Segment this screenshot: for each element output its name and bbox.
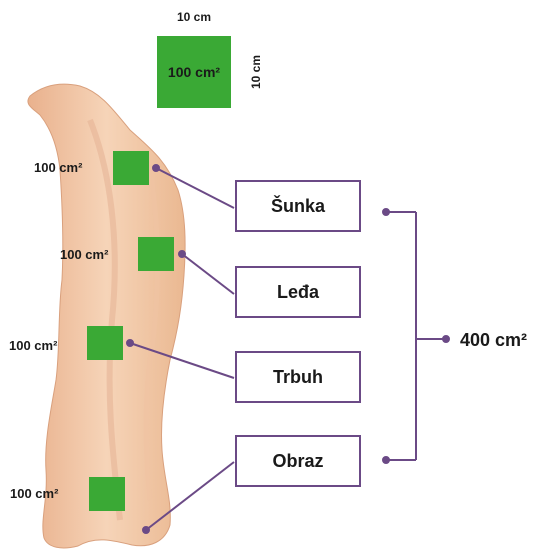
part-box-obraz: Obraz <box>235 435 361 487</box>
part-label: Leđa <box>277 282 319 303</box>
sample-square-trbuh <box>87 326 123 360</box>
reference-square: 100 cm² <box>157 36 231 108</box>
sample-area-label: 100 cm² <box>9 338 57 353</box>
reference-width-label: 10 cm <box>150 10 238 24</box>
part-box-trbuh: Trbuh <box>235 351 361 403</box>
sample-area-label: 100 cm² <box>10 486 58 501</box>
sample-square-obraz <box>89 477 125 511</box>
part-box-sunka: Šunka <box>235 180 361 232</box>
sample-square-leda <box>138 237 174 271</box>
reference-area-label: 100 cm² <box>168 64 220 80</box>
part-label: Šunka <box>271 196 325 217</box>
total-bracket <box>383 209 449 463</box>
reference-height-label: 10 cm <box>249 50 263 94</box>
sample-square-sunka <box>113 151 149 185</box>
part-label: Obraz <box>272 451 323 472</box>
sample-area-label: 100 cm² <box>34 160 82 175</box>
sample-area-label: 100 cm² <box>60 247 108 262</box>
connector-dot <box>143 527 149 533</box>
total-area-label: 400 cm² <box>460 330 527 351</box>
part-box-leda: Leđa <box>235 266 361 318</box>
part-label: Trbuh <box>273 367 323 388</box>
connector-dot <box>127 340 133 346</box>
connector-dot <box>153 165 159 171</box>
connector-dot <box>179 251 185 257</box>
connector-leda <box>182 254 234 294</box>
